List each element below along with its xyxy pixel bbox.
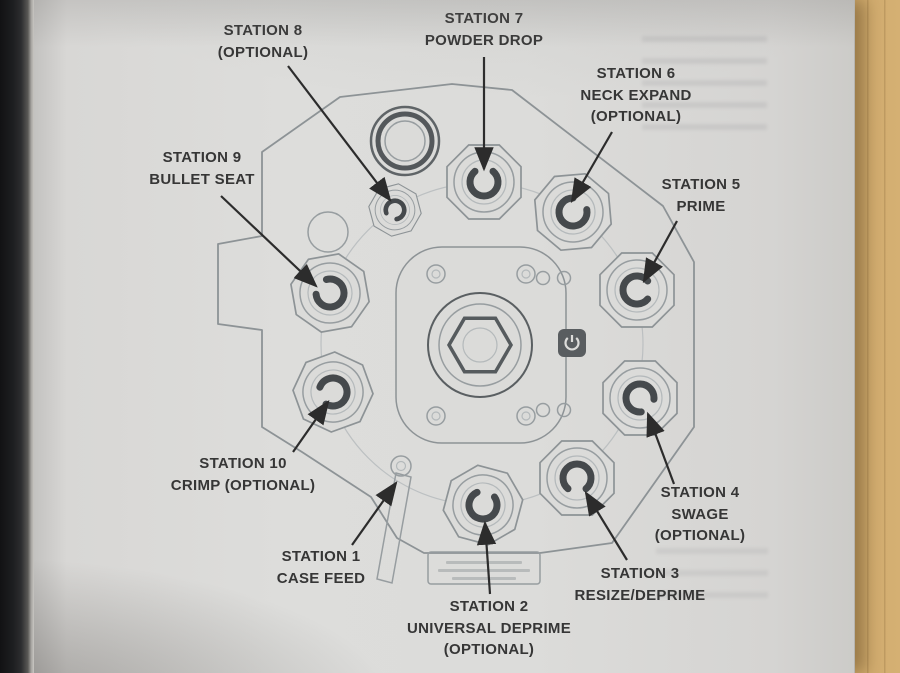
bottom-tab xyxy=(427,551,541,585)
label-station-2: STATION 2 UNIVERSAL DEPRIME (OPTIONAL) xyxy=(407,596,571,661)
label-line: CRIMP (OPTIONAL) xyxy=(170,476,316,494)
label-station-9: STATION 9 BULLET SEAT xyxy=(149,147,255,190)
label-station-6: STATION 6 NECK EXPAND (OPTIONAL) xyxy=(580,63,691,128)
arrow-station-2 xyxy=(476,520,497,595)
arrow-station-5 xyxy=(642,220,678,284)
label-station-5: STATION 5 PRIME xyxy=(662,174,741,217)
arrow-station-4 xyxy=(646,411,676,485)
label-line: STATION 3 xyxy=(600,565,680,582)
label-line: STATION 1 xyxy=(281,548,361,565)
arrow-station-10 xyxy=(292,400,330,453)
label-line: RESIZE/DEPRIME xyxy=(574,586,706,604)
label-line: NECK EXPAND xyxy=(580,86,692,104)
label-station-1: STATION 1 CASE FEED xyxy=(277,546,366,589)
label-line: STATION 8 xyxy=(223,22,303,39)
station-2-drawing xyxy=(438,460,529,551)
label-station-7: STATION 7 POWDER DROP xyxy=(425,8,543,51)
label-station-10: STATION 10 CRIMP (OPTIONAL) xyxy=(171,453,316,496)
label-line: (OPTIONAL) xyxy=(654,527,746,544)
station-8-drawing xyxy=(362,177,429,244)
label-line: STATION 4 xyxy=(660,484,740,501)
plate-outline xyxy=(217,83,695,554)
label-line: SWAGE xyxy=(671,505,729,523)
arrow-station-1 xyxy=(351,481,398,546)
label-line: STATION 2 xyxy=(449,598,529,615)
label-line: STATION 5 xyxy=(661,176,741,193)
label-line: PRIME xyxy=(676,197,726,215)
callout-arrows xyxy=(220,57,678,595)
power-button-icon xyxy=(558,329,586,357)
label-line: POWDER DROP xyxy=(424,31,544,49)
arrow-station-9 xyxy=(220,195,318,288)
station-10-drawing xyxy=(286,345,381,440)
label-line: BULLET SEAT xyxy=(149,170,255,188)
label-line: STATION 10 xyxy=(199,455,287,472)
station-4-drawing xyxy=(588,346,693,451)
label-line: UNIVERSAL DEPRIME xyxy=(406,619,572,637)
book-spine-edge xyxy=(0,0,34,673)
station-6-drawing xyxy=(521,160,625,264)
station-9-drawing xyxy=(278,241,381,344)
arrow-station-6 xyxy=(570,131,613,204)
label-line: STATION 6 xyxy=(596,65,676,82)
plate-hole xyxy=(307,211,349,253)
station-5-drawing xyxy=(600,253,674,327)
station-3-drawing xyxy=(540,441,614,515)
label-station-4: STATION 4 SWAGE (OPTIONAL) xyxy=(655,482,746,547)
label-line: STATION 7 xyxy=(444,10,524,27)
center-hub xyxy=(427,292,533,398)
label-station-8: STATION 8 (OPTIONAL) xyxy=(218,20,309,63)
boss-bolt-holes xyxy=(426,264,572,426)
label-station-3: STATION 3 RESIZE/DEPRIME xyxy=(575,563,706,606)
label-line: (OPTIONAL) xyxy=(443,641,535,658)
label-line: STATION 9 xyxy=(162,149,242,166)
case-feed-drawing xyxy=(376,455,412,584)
powder-measure-ring xyxy=(369,105,441,177)
label-line: (OPTIONAL) xyxy=(217,43,309,61)
center-boss xyxy=(395,246,567,444)
label-line: (OPTIONAL) xyxy=(590,108,682,125)
label-line: CASE FEED xyxy=(276,569,366,587)
arrow-station-3 xyxy=(584,490,628,561)
arrow-station-8 xyxy=(287,65,392,202)
